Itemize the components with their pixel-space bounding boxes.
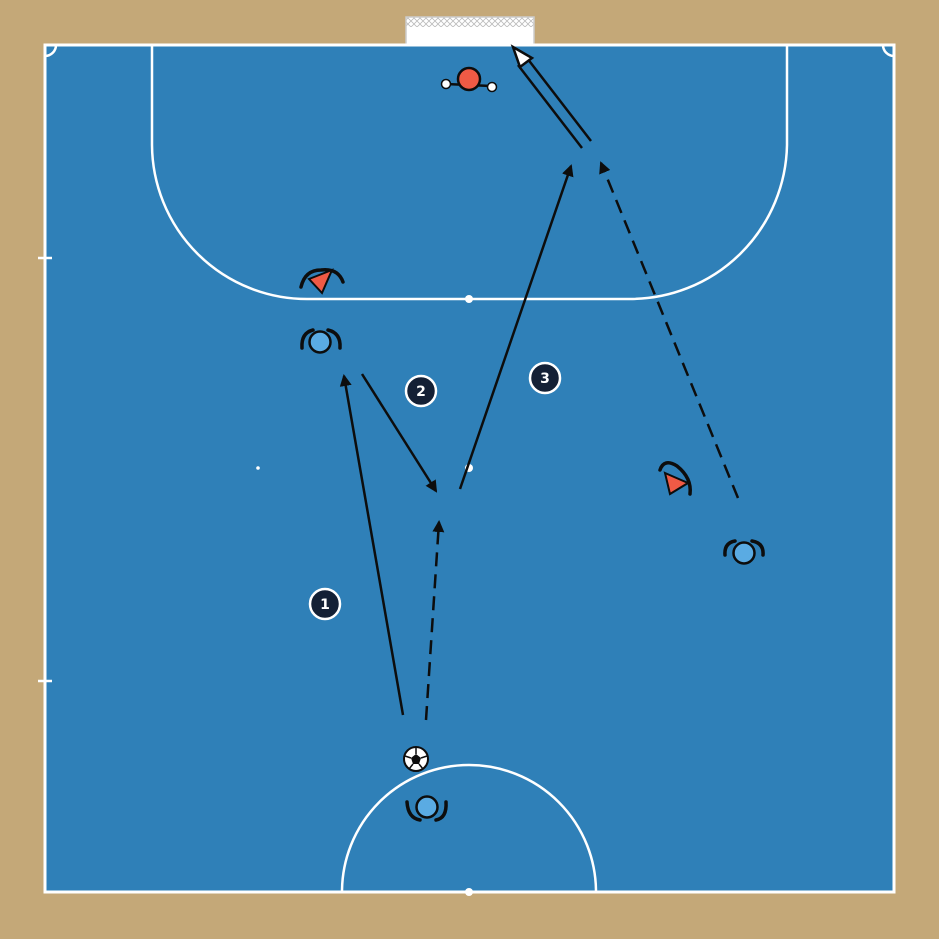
side-mark — [256, 466, 260, 470]
step-badge-3: 3 — [528, 361, 562, 395]
movement-arrows — [339, 161, 740, 721]
step-badge-1: 1 — [308, 587, 342, 621]
defender-right — [658, 461, 692, 496]
center-spot — [465, 888, 473, 896]
attacker-wing — [723, 539, 765, 565]
attacker-with-ball — [405, 795, 448, 822]
penalty-spot — [465, 295, 473, 303]
step-badge-1-label: 1 — [320, 597, 330, 613]
shot-arrow-step-3 — [510, 44, 592, 149]
pass-arrow-step-3 — [458, 164, 574, 490]
goal-net-icon — [405, 16, 535, 46]
center-circle-arc — [340, 763, 598, 893]
pass-arrow-step-1 — [339, 374, 405, 716]
goalkeeper — [440, 66, 498, 93]
soccer-ball-icon — [403, 746, 429, 772]
corner-arc-top-left — [44, 44, 58, 58]
corner-arc-top-right — [881, 44, 895, 58]
step-badge-2: 2 — [404, 374, 438, 408]
pass-arrow-step-2 — [360, 373, 438, 493]
step-badge-2-label: 2 — [416, 384, 426, 400]
attacker-pivot — [300, 328, 342, 354]
run-arrow-step-3 — [599, 161, 740, 499]
defender-left — [299, 268, 345, 295]
run-arrow-step-1 — [424, 520, 445, 721]
step-badge-3-label: 3 — [540, 371, 550, 387]
